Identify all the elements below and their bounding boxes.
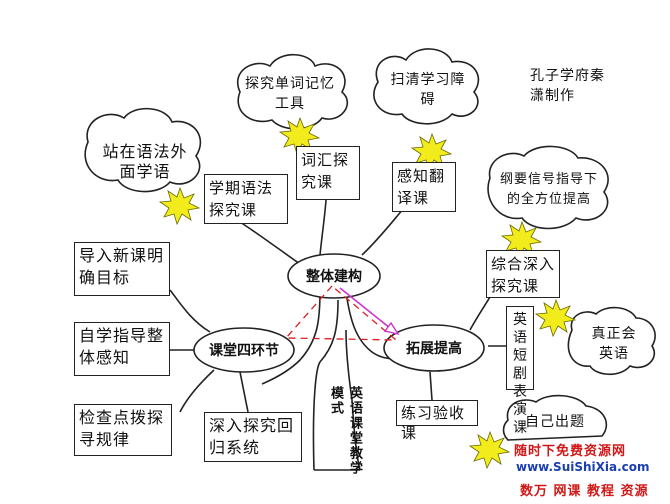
branch-left-deepen xyxy=(239,371,249,413)
branch-center-translation xyxy=(361,207,405,256)
trunk-label: 英语课堂教学模式 xyxy=(328,386,362,476)
starburst-5 xyxy=(534,298,577,338)
watermark-line1: 随时下免费资源网 xyxy=(514,444,627,459)
cloud-grammar-view xyxy=(84,107,202,193)
center-node-label: 整体建构 xyxy=(306,269,362,285)
arrow-head xyxy=(383,321,400,336)
cloud-vocab-tool xyxy=(237,53,349,130)
branch-right-practice xyxy=(429,371,433,401)
box-check: 检查点拨探寻规律 xyxy=(74,404,172,456)
branch-center-grammar xyxy=(239,221,301,265)
right-node-label: 拓展提高 xyxy=(406,341,462,357)
trunk-inner-right xyxy=(345,329,361,471)
trunk-left xyxy=(261,289,321,385)
cloud-clear-obstacle xyxy=(373,48,480,125)
cloud-guide-signal xyxy=(487,145,609,230)
box-self-guide: 自学指导整体感知 xyxy=(74,322,170,376)
branch-left-intro xyxy=(169,289,211,333)
box-drama: 英语短剧表演课 xyxy=(506,306,534,436)
box-vocab-course: 词汇探究课 xyxy=(296,146,360,200)
cloud-real-english xyxy=(567,306,656,376)
box-intro: 导入新课明确目标 xyxy=(74,242,170,296)
box-integrated: 综合深入探究课 xyxy=(486,250,560,298)
watermark-line2: www.SuiShiXia.com xyxy=(516,460,650,474)
left-node-label: 课堂四环节 xyxy=(209,343,279,359)
cloud-text-self-question: 自己出题 xyxy=(525,414,585,430)
branch-center-vocab xyxy=(319,199,327,256)
cloud-text-real-english: 真正会英语 xyxy=(591,326,637,362)
box-practice: 练习验收课 xyxy=(396,400,478,442)
credit-text: 孔子学府秦潇制作 xyxy=(530,68,605,104)
cloud-text-vocab-tool: 探究单词记忆工具 xyxy=(245,76,335,112)
starburst-3 xyxy=(158,186,201,226)
trunk-inner-left xyxy=(312,299,339,471)
box-grammar-course: 学期语法探究课 xyxy=(204,174,288,224)
cloud-self-question xyxy=(502,394,608,441)
oval-right xyxy=(383,324,485,372)
cloud-text-grammar-view: 站在语法外面学语 xyxy=(102,142,188,181)
cloud-text-clear-obstacle: 扫清学习障碍 xyxy=(390,72,466,108)
watermark-line3: 数万 网课 教程 资源 xyxy=(520,484,649,499)
starburst-6 xyxy=(468,430,511,470)
arrow-line xyxy=(339,287,391,329)
dashed-triangle xyxy=(284,285,398,341)
branch-left-check xyxy=(179,369,215,413)
box-translation-course: 感知翻译课 xyxy=(392,162,456,212)
oval-center xyxy=(287,253,381,299)
oval-left xyxy=(193,327,295,373)
cloud-text-guide-signal: 纲要信号指导下的全方位提高 xyxy=(500,172,599,207)
box-deepen: 深入探究回归系统 xyxy=(204,412,302,462)
